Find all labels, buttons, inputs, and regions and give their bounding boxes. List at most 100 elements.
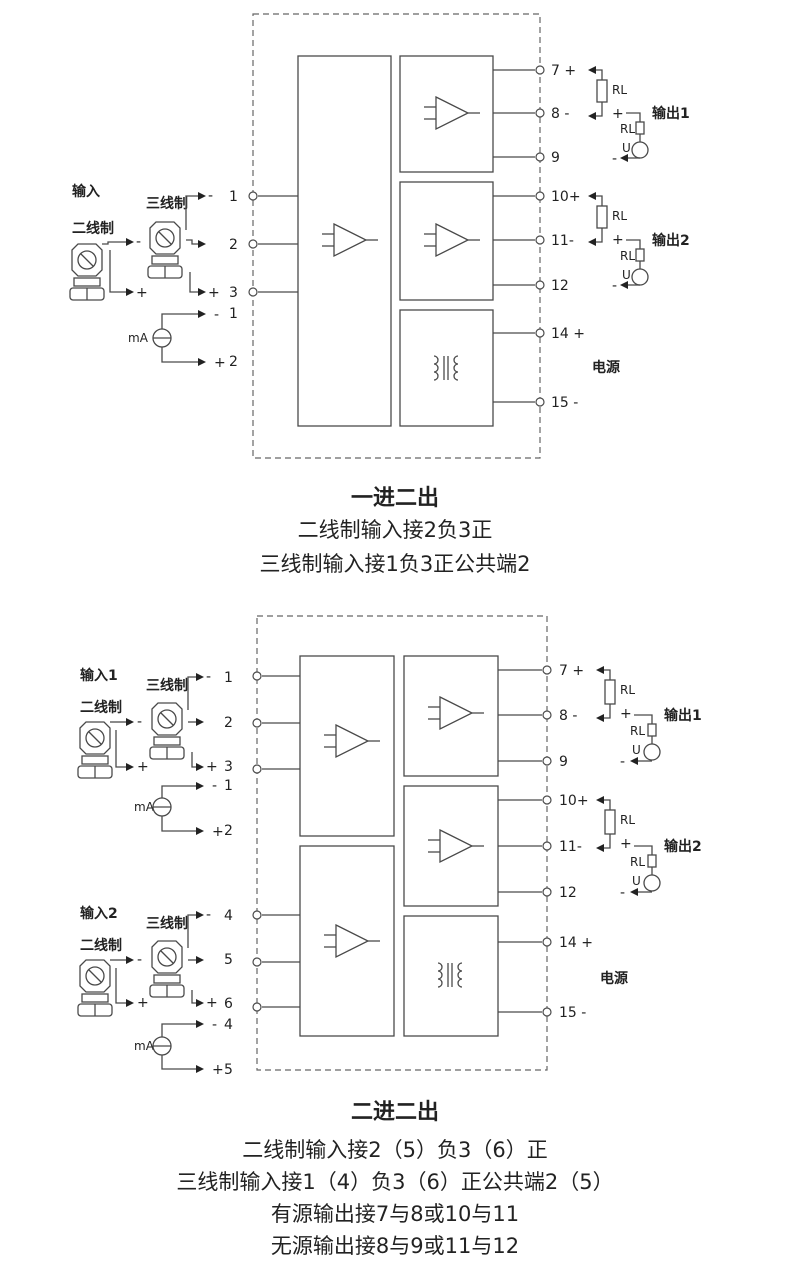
output-terminals xyxy=(542,665,552,1017)
input-terminals xyxy=(252,671,262,1012)
svg-text:4: 4 xyxy=(224,1017,233,1033)
caption-title: 一进二出 xyxy=(350,486,439,511)
amplifier-icon xyxy=(323,924,381,958)
svg-text:+: + xyxy=(206,759,218,775)
svg-text:mA: mA xyxy=(134,800,155,814)
caption-line: 二线制输入接2（5）负3（6）正 xyxy=(242,1138,548,1162)
terminal xyxy=(248,239,258,249)
caption-line: 二线制输入接2负3正 xyxy=(297,518,493,542)
svg-text:输出1: 输出1 xyxy=(664,707,702,724)
svg-text:7 +: 7 + xyxy=(559,663,584,679)
terminal-label: 1 xyxy=(229,189,238,205)
amplifier-icon xyxy=(427,829,485,863)
terminal-label: 7 + xyxy=(551,63,576,79)
svg-text:+: + xyxy=(137,759,149,775)
output2-block xyxy=(399,181,494,301)
three-wire-transmitter-icon xyxy=(149,940,185,998)
terminal-label: 10+ xyxy=(551,189,581,205)
svg-text:5: 5 xyxy=(224,1062,233,1078)
svg-text:11-: 11- xyxy=(559,839,582,855)
two-wire-transmitter-icon xyxy=(69,243,105,301)
current-meter-icon xyxy=(152,1036,172,1056)
terminal-label: 2 xyxy=(229,237,238,253)
module-enclosure xyxy=(256,615,548,1071)
svg-text:U: U xyxy=(622,268,631,282)
terminal-label: 15 - xyxy=(551,395,578,411)
svg-text:2: 2 xyxy=(224,715,233,731)
amplifier-icon xyxy=(423,223,481,257)
svg-text:RL: RL xyxy=(612,209,627,223)
svg-text:-: - xyxy=(612,278,617,294)
terminal xyxy=(248,287,258,297)
voltmeter-icon xyxy=(631,141,649,159)
svg-text:+: + xyxy=(620,836,632,852)
terminal-label: 12 xyxy=(551,278,569,294)
diagram-2: 1 2 3 4 5 6 7 + 8 - 9 10+ 11- 12 14 + xyxy=(77,615,702,1078)
input2-amplifier-block xyxy=(299,845,395,1037)
svg-text:-: - xyxy=(620,754,625,770)
svg-text:-: - xyxy=(137,952,142,968)
amplifier-icon xyxy=(427,696,485,730)
svg-text:三线制: 三线制 xyxy=(146,677,188,694)
svg-text:RL: RL xyxy=(630,855,645,869)
three-wire-transmitter-icon xyxy=(149,702,185,760)
terminal xyxy=(248,191,258,201)
svg-text:+: + xyxy=(212,1062,224,1078)
svg-text:-: - xyxy=(206,907,211,923)
svg-text:-: - xyxy=(214,307,219,323)
terminal-label: 9 xyxy=(551,150,560,166)
svg-text:1: 1 xyxy=(224,670,233,686)
output1-block xyxy=(403,655,499,777)
three-wire-label: 三线制 xyxy=(146,195,188,212)
svg-text:-: - xyxy=(137,714,142,730)
svg-text:15 -: 15 - xyxy=(559,1005,586,1021)
svg-text:二线制: 二线制 xyxy=(80,937,122,954)
terminal-label: 1 xyxy=(229,306,238,322)
three-wire-transmitter-icon xyxy=(147,221,183,279)
terminal-label: 3 xyxy=(229,285,238,301)
output2-label: 输出2 xyxy=(652,232,690,249)
load-resistor xyxy=(596,79,608,103)
current-meter-icon xyxy=(152,328,172,348)
power-label: 电源 xyxy=(592,359,620,376)
svg-text:-: - xyxy=(208,188,213,204)
terminal-label: 2 xyxy=(229,354,238,370)
svg-text:12: 12 xyxy=(559,885,577,901)
caption-title: 二进二出 xyxy=(350,1100,439,1125)
input1-label: 输入1 xyxy=(80,667,118,684)
svg-text:+: + xyxy=(612,232,624,248)
output1-block xyxy=(399,55,494,173)
svg-text:输出2: 输出2 xyxy=(664,838,702,855)
input1-amplifier-block xyxy=(299,655,395,837)
terminal-label: 11- xyxy=(551,233,574,249)
svg-text:RL: RL xyxy=(620,683,635,697)
output-terminals xyxy=(535,65,545,407)
svg-text:+: + xyxy=(214,355,226,371)
svg-text:14 +: 14 + xyxy=(559,935,593,951)
caption-line: 有源输出接7与8或10与11 xyxy=(270,1202,520,1226)
svg-text:6: 6 xyxy=(224,996,233,1012)
two-wire-transmitter-icon xyxy=(77,959,113,1017)
amplifier-icon xyxy=(321,223,379,257)
svg-text:+: + xyxy=(620,706,632,722)
svg-text:3: 3 xyxy=(224,759,233,775)
svg-text:RL: RL xyxy=(620,813,635,827)
svg-text:-: - xyxy=(620,885,625,901)
svg-text:+: + xyxy=(612,106,624,122)
svg-text:1: 1 xyxy=(224,778,233,794)
svg-text:+: + xyxy=(137,995,149,1011)
svg-text:8 -: 8 - xyxy=(559,708,577,724)
output1-label: 输出1 xyxy=(652,105,690,122)
svg-text:二线制: 二线制 xyxy=(80,699,122,716)
svg-text:+: + xyxy=(206,995,218,1011)
input2-label: 输入2 xyxy=(80,905,118,922)
svg-text:三线制: 三线制 xyxy=(146,915,188,932)
svg-text:-: - xyxy=(212,1017,217,1033)
transformer-icon xyxy=(433,355,459,381)
input-amplifier-block xyxy=(297,55,392,427)
module-enclosure xyxy=(252,13,541,459)
svg-text:RL: RL xyxy=(620,249,635,263)
caption-line: 三线制输入接1（4）负3（6）正公共端2（5） xyxy=(176,1170,614,1194)
svg-text:RL: RL xyxy=(620,122,635,136)
